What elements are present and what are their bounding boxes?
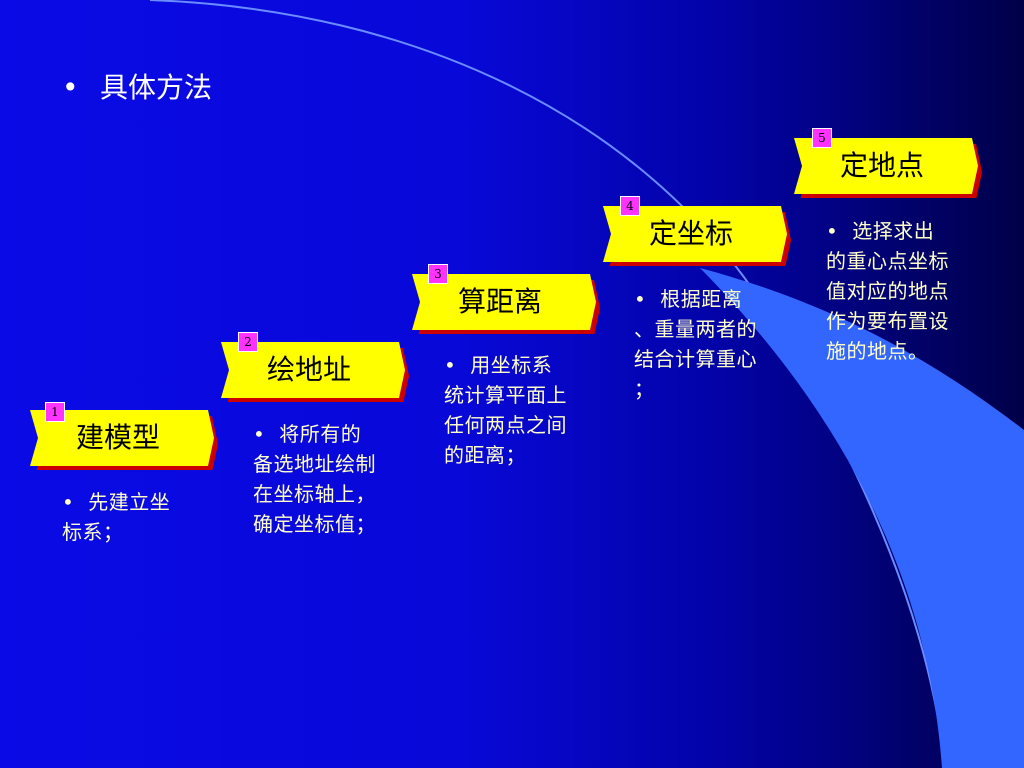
step-2-desc-line: 确定坐标值； (253, 512, 376, 536)
step-4: 定坐标 (601, 206, 791, 266)
step-3-desc-line: 任何两点之间 (444, 413, 567, 437)
step-1-desc-line: 先建立坐 (88, 490, 171, 514)
step-4-desc-line: 、重量两者的 (634, 317, 757, 341)
step-5-label: 定地点 (839, 149, 924, 182)
step-1-description: •先建立坐 标系； (62, 487, 212, 547)
step-4-label: 定坐标 (648, 217, 733, 250)
step-2-label: 绘地址 (266, 353, 351, 386)
heading: • 具体方法 (62, 68, 212, 108)
step-4-number-tag: 4 (620, 196, 640, 216)
step-5-number-tag: 5 (812, 128, 832, 148)
step-2-desc-line: 在坐标轴上， (253, 482, 376, 506)
step-5-desc-line: 作为要布置设 (826, 309, 949, 333)
step-5-desc-line: 施的地点。 (826, 339, 929, 363)
step-3-arrow-shape (412, 274, 600, 334)
step-5-desc-line: 的重心点坐标 (826, 249, 949, 273)
step-1-label: 建模型 (75, 421, 160, 454)
step-5-arrow-shape (794, 138, 982, 198)
step-4-desc-line: 根据距离 (660, 287, 743, 311)
step-3-label: 算距离 (457, 285, 542, 318)
step-3-number-tag: 3 (428, 264, 448, 284)
step-1: 建模型 (28, 410, 218, 470)
step-3-description: •用坐标系 统计算平面上 任何两点之间 的距离； (444, 350, 609, 470)
arc-line (149, 0, 946, 768)
heading-bullet: • (62, 71, 79, 104)
step-3-desc-line: 统计算平面上 (444, 383, 567, 407)
step-5-description: •选择求出 的重心点坐标 值对应的地点 作为要布置设 施的地点。 (826, 216, 991, 366)
step-4-description: •根据距离 、重量两者的 结合计算重心 ； (634, 284, 794, 404)
step-3-desc-line: 用坐标系 (470, 353, 553, 377)
step-1-desc-line: 标系； (62, 520, 124, 544)
step-2-desc-line: 备选地址绘制 (253, 452, 376, 476)
step-2-arrow-shape (221, 342, 409, 402)
swoosh-shape (700, 268, 1024, 768)
step-5-desc-line: 选择求出 (852, 219, 935, 243)
step-4-arrow-shape (603, 206, 791, 266)
step-4-desc-line: 结合计算重心 (634, 347, 757, 371)
step-2-number-tag: 2 (238, 332, 258, 352)
step-2-description: •将所有的 备选地址绘制 在坐标轴上， 确定坐标值； (253, 419, 418, 539)
step-5: 定地点 (792, 138, 982, 198)
step-3-desc-line: 的距离； (444, 443, 526, 467)
step-1-arrow-shape (30, 410, 218, 470)
step-2: 绘地址 (219, 342, 409, 402)
step-1-number-tag: 1 (45, 402, 65, 422)
step-5-desc-line: 值对应的地点 (826, 279, 949, 303)
step-4-desc-line: ； (634, 377, 655, 401)
heading-text: 具体方法 (100, 71, 213, 104)
step-3: 算距离 (410, 274, 600, 334)
step-2-desc-line: 将所有的 (279, 422, 362, 446)
